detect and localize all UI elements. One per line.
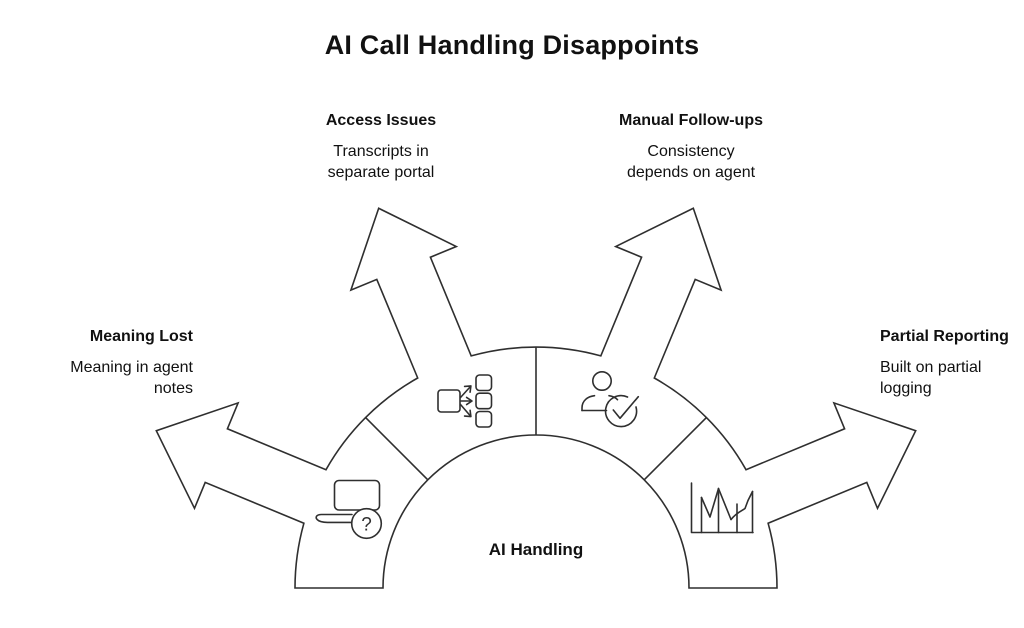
label-partial-reporting: Partial Reporting Built on partial loggi… bbox=[880, 327, 1024, 399]
bar-line-chart-icon bbox=[690, 482, 754, 534]
distribution-icon bbox=[437, 374, 493, 428]
segment-heading: Partial Reporting bbox=[880, 328, 1009, 345]
person-check-icon bbox=[581, 370, 640, 428]
segment-body-line: Built on partial bbox=[880, 359, 982, 376]
page-title: AI Call Handling Disappoints bbox=[324, 30, 700, 60]
laptop-question-icon bbox=[315, 479, 383, 540]
segment-body-line: notes bbox=[153, 380, 193, 397]
segment-body-line: Meaning in agent bbox=[70, 359, 193, 376]
segment-heading: Meaning Lost bbox=[89, 328, 193, 345]
question-mark-glyph: ? bbox=[361, 515, 372, 536]
segment-divider bbox=[643, 417, 707, 481]
label-meaning-lost: Meaning Lost Meaning in agent notes bbox=[23, 327, 193, 399]
segment-divider bbox=[365, 417, 429, 481]
segment-body-line: depends on agent bbox=[626, 164, 756, 181]
label-access-issues: Access Issues Transcripts in separate po… bbox=[281, 111, 481, 183]
segment-heading: Manual Follow-ups bbox=[619, 112, 763, 129]
center-label-ai-handling: AI Handling bbox=[488, 540, 584, 559]
segment-body-line: Transcripts in bbox=[333, 143, 429, 160]
label-manual-follow-ups: Manual Follow-ups Consistency depends on… bbox=[591, 111, 791, 183]
segment-body-line: Consistency bbox=[647, 143, 735, 160]
segment-body-line: separate portal bbox=[327, 164, 435, 181]
segment-body-line: logging bbox=[880, 380, 932, 397]
segment-heading: Access Issues bbox=[325, 112, 437, 129]
